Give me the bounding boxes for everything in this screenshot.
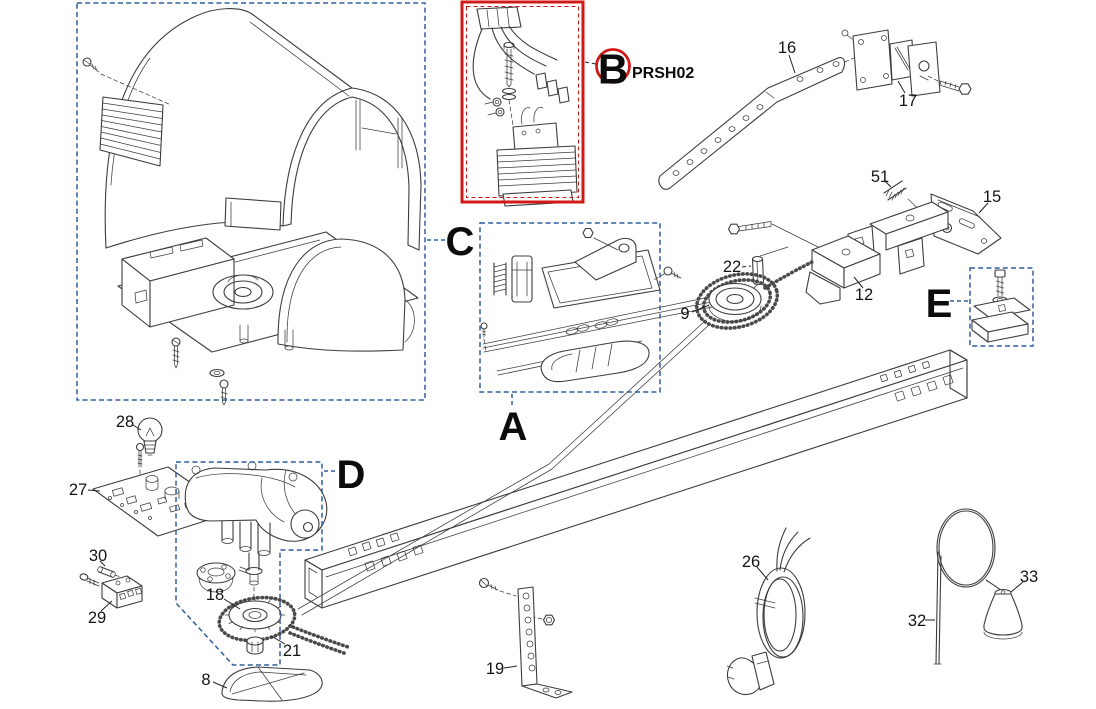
release-handle [983,588,1023,640]
highlight-circle-b [595,48,631,84]
label-section-a: A [499,405,528,449]
transformer-kit [472,6,578,207]
door-bracket [841,29,972,97]
label-part-29: 29 [88,609,106,627]
label-part-21: 21 [283,642,301,660]
drive-sprocket [224,597,286,655]
assembly-box-a [479,222,661,393]
perforated-l-bracket [478,577,573,699]
track-rail [304,349,968,609]
label-part-19: 19 [486,660,504,678]
label-part-8: 8 [201,671,210,689]
chassis-screws [171,337,229,406]
assembly-box-c [76,2,426,401]
leader-lines [87,54,1024,689]
label-part-28: 28 [116,413,134,431]
fuse [97,566,120,578]
release-cord [933,508,1004,665]
drive-chain [217,595,350,655]
assembly-box-e [969,267,1034,347]
label-part-51: 51 [871,168,889,186]
label-section-c: C [446,220,475,264]
label-part-12: 12 [855,286,873,304]
label-part-15: 15 [983,188,1001,206]
label-part-27: 27 [69,481,87,499]
label-section-e: E [926,282,953,326]
label-part-16: 16 [778,39,796,57]
label-part-17: 17 [899,92,917,110]
rail-joining-bracket [971,269,1031,343]
terminal-block [79,573,143,609]
housing-chassis [117,197,419,406]
chain-tensioner-assembly [480,227,682,383]
label-part-18: 18 [206,586,224,604]
power-cord [726,527,811,696]
label-part-26: 26 [742,553,760,571]
label-code-prsh02: PRSH02 [632,65,694,82]
label-part-30: 30 [89,547,107,565]
cover-screw [82,57,172,106]
label-part-22: 22 [723,258,741,276]
label-section-d: D [337,453,366,497]
motor-assembly [184,461,328,601]
highlight-box-b [460,0,585,204]
label-part-33: 33 [1020,568,1038,586]
label-part-32: 32 [908,612,926,630]
label-part-9: 9 [680,305,689,323]
highlight-box-b-inner [466,6,579,198]
label-section-b: B [598,46,628,93]
tension-bracket [727,221,881,305]
chain-pulley [694,260,814,330]
idler-cover [221,666,323,702]
assembly-box-d [175,461,323,666]
spring [883,180,907,201]
